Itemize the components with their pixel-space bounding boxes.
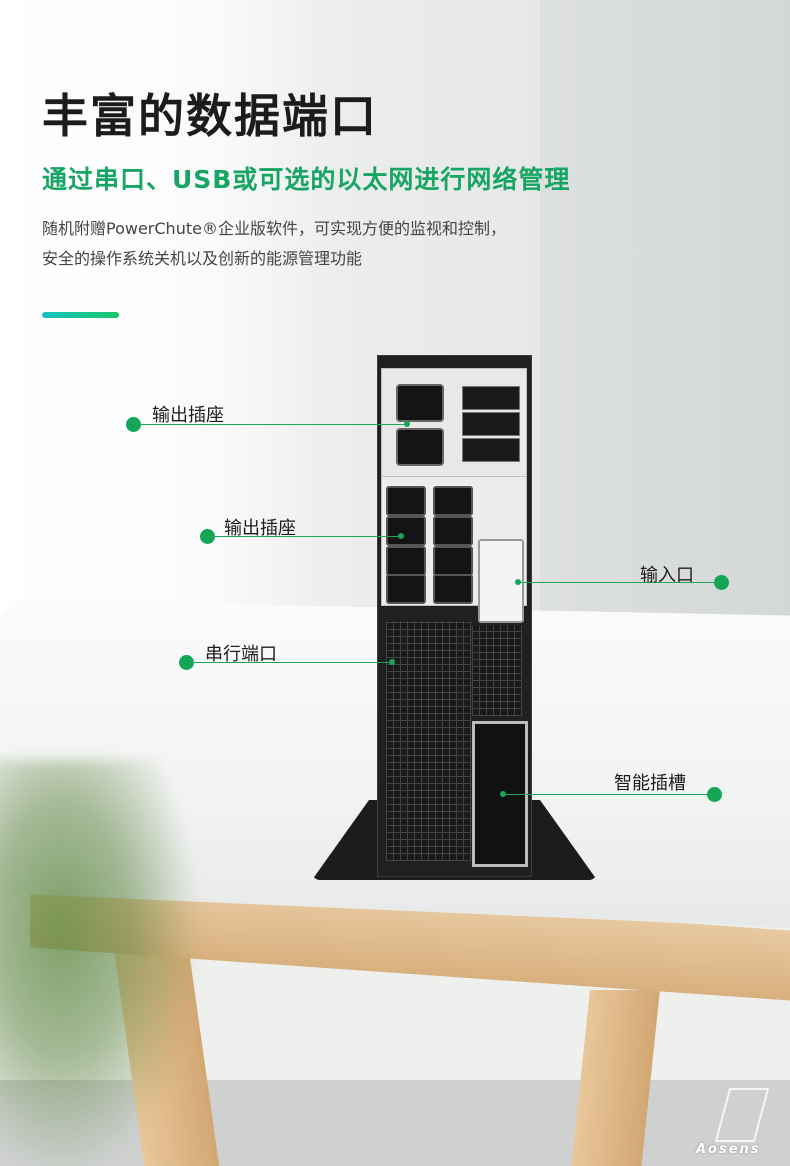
breaker [462,386,520,410]
callout-end-dot [500,791,506,797]
output-socket-c13 [433,546,473,576]
output-socket-c13 [433,574,473,604]
callout-dot [714,575,729,590]
callout-dot [200,529,215,544]
label-input-port: 输入口 [640,565,694,586]
callout-line [518,582,720,583]
label-output-socket-top: 输出插座 [152,405,224,426]
watermark-text: Aosens [696,1142,761,1157]
output-socket-c13 [386,516,426,546]
label-smart-slot: 智能插槽 [614,773,686,794]
accent-bar [42,312,119,318]
description-line-2: 安全的操作系统关机以及创新的能源管理功能 [42,249,363,268]
room-pillar [540,0,790,700]
callout-line [134,424,406,425]
label-output-socket-mid: 输出插座 [224,518,296,539]
callout-dot [707,787,722,802]
plant-image [0,760,200,1166]
callout-line [503,794,713,795]
callout-end-dot [515,579,521,585]
page-description: 随机附赠PowerChute®企业版软件，可实现方便的监视和控制， 安全的操作系… [42,214,506,274]
callout-dot [126,417,141,432]
ups-device-image [377,355,532,877]
breaker [462,438,520,462]
description-line-1: 随机附赠PowerChute®企业版软件，可实现方便的监视和控制， [42,219,506,238]
output-socket-c13 [433,516,473,546]
callout-line [187,662,391,663]
output-socket-c13 [386,574,426,604]
page-subtitle: 通过串口、USB或可选的以太网进行网络管理 [42,165,571,194]
callout-dot [179,655,194,670]
callout-line [208,536,400,537]
page-title: 丰富的数据端口 [42,89,378,143]
callout-end-dot [389,659,395,665]
breaker [462,412,520,436]
output-socket-c19 [396,384,444,422]
callout-end-dot [398,533,404,539]
ventilation-grille [386,621,471,861]
output-socket-c13 [386,486,426,516]
output-socket-c19 [396,428,444,466]
output-socket-c13 [433,486,473,516]
label-serial-port: 串行端口 [205,644,277,665]
callout-end-dot [404,421,410,427]
ventilation-grille [472,626,522,716]
output-socket-c13 [386,546,426,576]
